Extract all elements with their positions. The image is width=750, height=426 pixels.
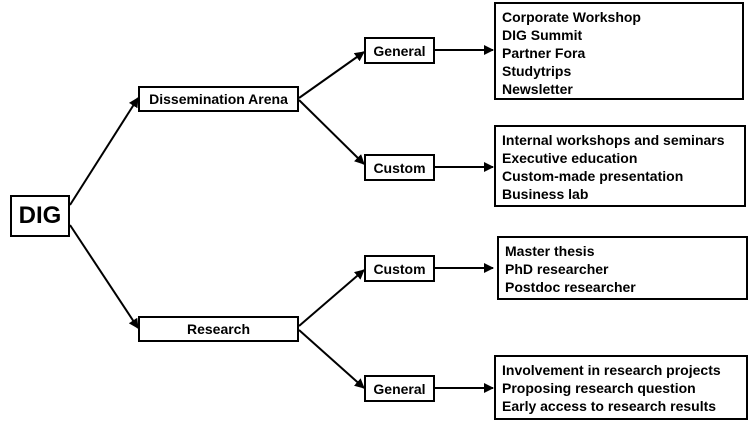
list-item: Studytrips [502,63,572,79]
dissemination-general-list: Corporate Workshop DIG Summit Partner Fo… [494,2,744,100]
list-item: Corporate Workshop [502,9,641,25]
dissemination-custom-node: Custom [364,154,435,181]
dissemination-general-node: General [364,37,435,64]
research-custom-node: Custom [364,255,435,282]
list-item: Postdoc researcher [505,279,636,295]
research-general-list: Involvement in research projects Proposi… [494,355,748,420]
list-item: Internal workshops and seminars [502,132,725,148]
research-node: Research [138,316,299,342]
research-custom-list: Master thesis PhD researcher Postdoc res… [497,236,748,300]
list-item: Proposing research question [502,380,696,396]
dissemination-custom-list: Internal workshops and seminars Executiv… [494,125,746,207]
dig-root-node: DIG [10,195,70,237]
list-item: Executive education [502,150,638,166]
list-item: Partner Fora [502,45,586,61]
list-item: Business lab [502,186,589,202]
research-general-node: General [364,375,435,402]
list-item: Involvement in research projects [502,362,721,378]
list-item: Newsletter [502,81,573,97]
arrow-dig-to-dissemination [69,97,139,206]
arrow-dissemination-to-general [298,51,365,99]
dissemination-arena-node: Dissemination Arena [138,86,299,112]
list-item: DIG Summit [502,27,583,43]
list-item: PhD researcher [505,261,609,277]
list-item: Custom-made presentation [502,168,684,184]
arrow-dissemination-to-custom [298,99,365,165]
list-item: Early access to research results [502,398,717,414]
list-item: Master thesis [505,243,595,259]
arrow-research-to-general [298,329,365,389]
arrow-dig-to-research [69,224,139,329]
arrow-research-to-custom [298,269,365,327]
